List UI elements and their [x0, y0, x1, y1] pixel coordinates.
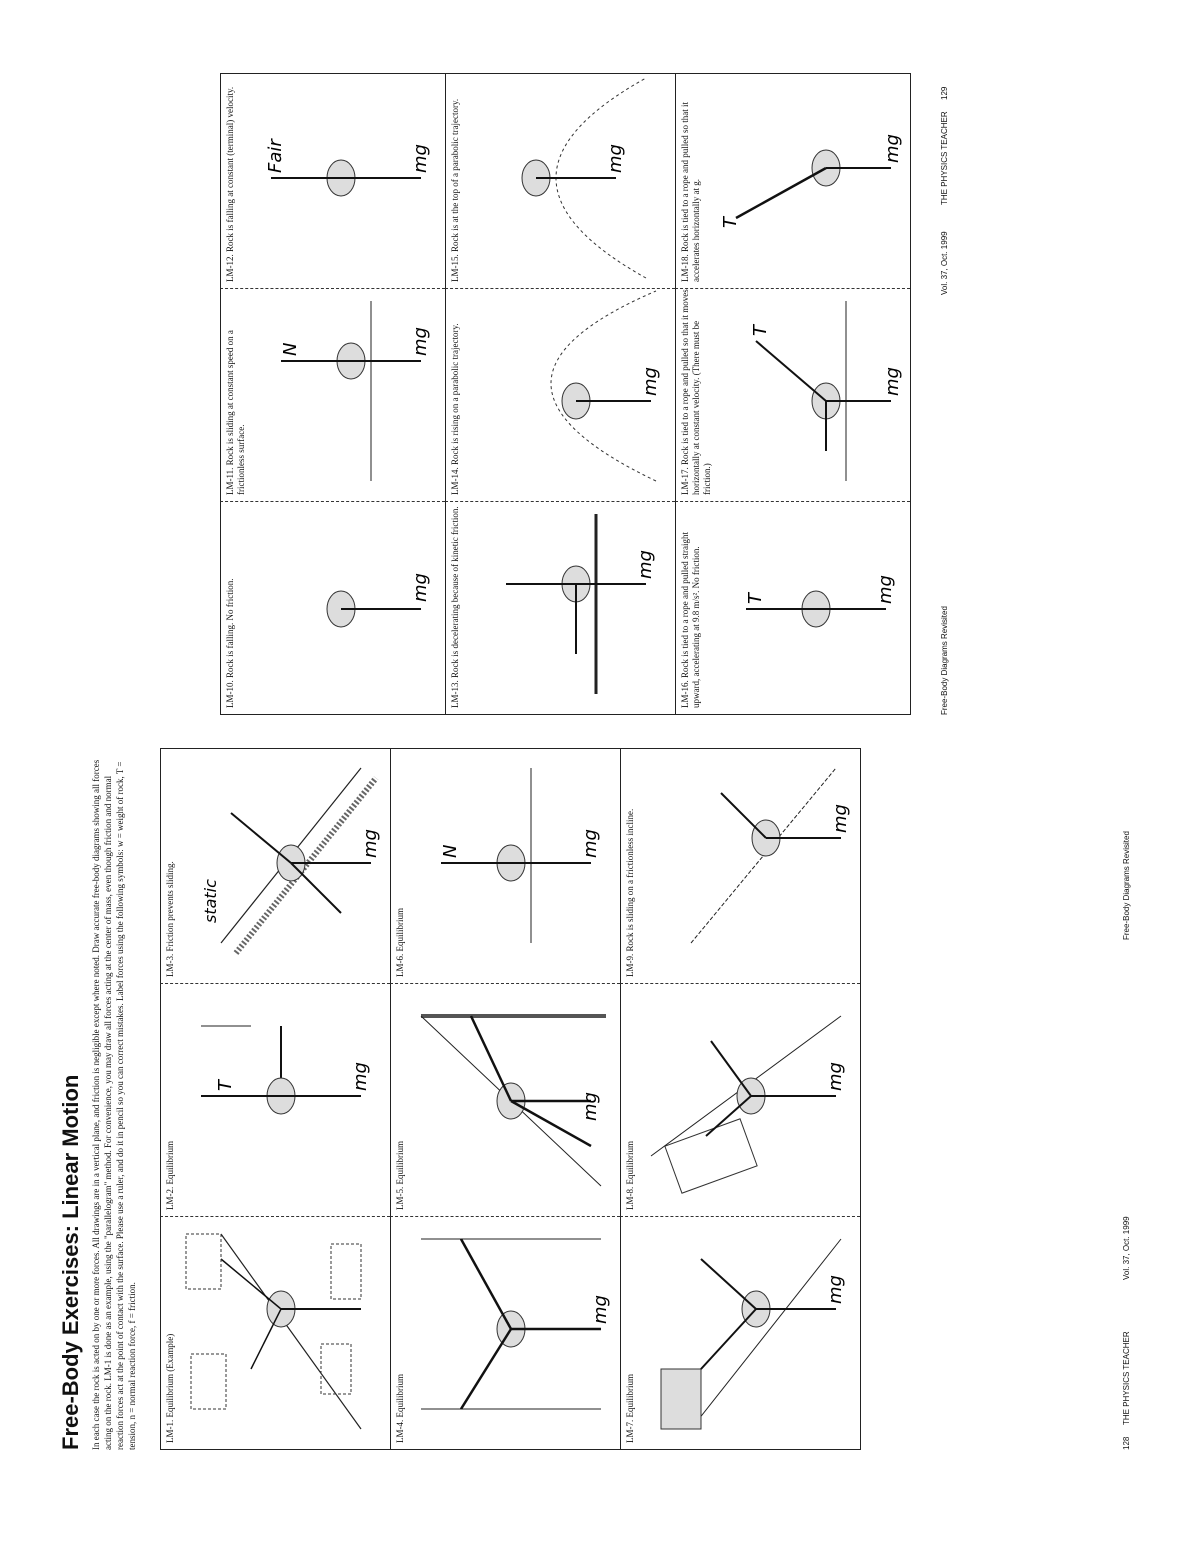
lm5-diagram: mg — [420, 1014, 606, 1187]
lm12-diagram: Fair mg — [265, 138, 431, 197]
label-T: T — [745, 591, 766, 604]
label-mg: mg — [360, 829, 381, 858]
label-mg: mg — [590, 1295, 611, 1324]
label-mg: mg — [350, 1062, 371, 1091]
label-mg: mg — [882, 367, 903, 396]
lm17-diagram: T mg — [750, 301, 903, 481]
cell-lm12: LM-12. Rock is falling at constant (term… — [220, 74, 445, 288]
footer-page-num: 128 — [1122, 1436, 1131, 1450]
cell-lm10: LM-10. Rock is falling. No friction. mg — [220, 501, 445, 714]
footer-page-num: 129 — [940, 86, 949, 100]
lm16-diagram: T mg — [745, 575, 896, 628]
page-title: Free-Body Exercises: Linear Motion — [58, 1074, 83, 1450]
lm18-diagram: T mg — [720, 134, 903, 228]
lm10-diagram: mg — [326, 573, 431, 628]
cell-lm1: LM-1. Equilibrium (Example) — [160, 1216, 390, 1449]
label-mg: mg — [825, 1275, 846, 1304]
label-mg: mg — [580, 829, 601, 858]
cell-lm16: LM-16. Rock is tied to a rope and pulled… — [675, 501, 910, 714]
exercise-grid-left: LM-1. Equilibrium (Example) LM-2. Equili… — [160, 748, 861, 1450]
lm6-diagram: N mg — [440, 768, 601, 943]
label-T: T — [750, 323, 771, 336]
lm14-diagram: mg — [550, 290, 661, 482]
cell-lm6: LM-6. Equilibrium N mg — [390, 749, 620, 983]
footer-article: Free-Body Diagrams Revisited — [940, 606, 949, 715]
cell-lm2: LM-2. Equilibrium T mg — [160, 983, 390, 1216]
label-T: T — [720, 215, 741, 228]
label-mg: mg — [640, 367, 661, 396]
cell-lm9: LM-9. Rock is sliding on a frictionless … — [620, 749, 860, 983]
cell-lm15: LM-15. Rock is at the top of a parabolic… — [445, 74, 675, 288]
lm15-diagram: mg — [521, 77, 647, 279]
cell-lm5: LM-5. Equilibrium mg — [390, 983, 620, 1216]
cell-lm13: LM-13. Rock is decelerating because of k… — [445, 501, 675, 714]
label-mg: mg — [825, 1062, 846, 1091]
label-fair: Fair — [265, 138, 286, 173]
lm1-diagram — [185, 1233, 362, 1430]
lm11-diagram: N mg — [280, 301, 431, 481]
lm2-diagram: T mg — [201, 1025, 371, 1115]
label-mg: mg — [882, 134, 903, 163]
lm3-diagram: mg static — [201, 767, 381, 955]
label-mg: mg — [875, 575, 896, 604]
cell-lm8: LM-8. Equilibrium mg — [620, 983, 860, 1216]
footer-journal: THE PHYSICS TEACHER — [940, 111, 949, 205]
cell-lm14: LM-14. Rock is rising on a parabolic tra… — [445, 288, 675, 501]
label-mg: mg — [580, 1092, 601, 1121]
label-mg: mg — [410, 327, 431, 356]
label-mg: mg — [830, 804, 851, 833]
lm9-diagram: mg — [690, 767, 851, 944]
label-N: N — [440, 845, 461, 858]
label-mg: mg — [605, 144, 626, 173]
exercise-grid-right: LM-10. Rock is falling. No friction. mg … — [220, 73, 911, 715]
cell-lm4: LM-4. Equilibrium mg — [390, 1216, 620, 1449]
cell-lm3: LM-3. Friction prevents sliding. mg stat… — [160, 749, 390, 983]
label-N: N — [280, 343, 301, 356]
footer-journal: THE PHYSICS TEACHER — [1122, 1331, 1131, 1425]
cell-lm11: LM-11. Rock is sliding at constant speed… — [220, 288, 445, 501]
cell-lm18: LM-18. Rock is tied to a rope and pulled… — [675, 74, 910, 288]
right-page: LM-10. Rock is falling. No friction. mg … — [200, 65, 949, 715]
lm13-diagram: mg — [506, 514, 656, 694]
label-static: static — [201, 879, 220, 923]
footer-article: Free-Body Diagrams Revisited — [1122, 831, 1131, 940]
label-mg: mg — [410, 573, 431, 602]
footer-vol: Vol. 37, Oct. 1999 — [1122, 1216, 1131, 1280]
left-page: Free-Body Exercises: Linear Motion In ea… — [40, 40, 1170, 1520]
label-T: T — [215, 1078, 236, 1091]
label-mg: mg — [410, 144, 431, 173]
lm7-diagram: mg — [660, 1238, 846, 1430]
cell-lm17: LM-17. Rock is tied to a rope and pulled… — [675, 288, 910, 501]
intro-text: In each case the rock is acted on by one… — [91, 759, 137, 1450]
label-mg: mg — [635, 550, 656, 579]
footer-vol: Vol. 37, Oct. 1999 — [940, 231, 949, 295]
lm4-diagram: mg — [421, 1238, 611, 1410]
lm8-diagram: mg — [650, 1015, 846, 1194]
cell-lm7: LM-7. Equilibrium mg — [620, 1216, 860, 1449]
